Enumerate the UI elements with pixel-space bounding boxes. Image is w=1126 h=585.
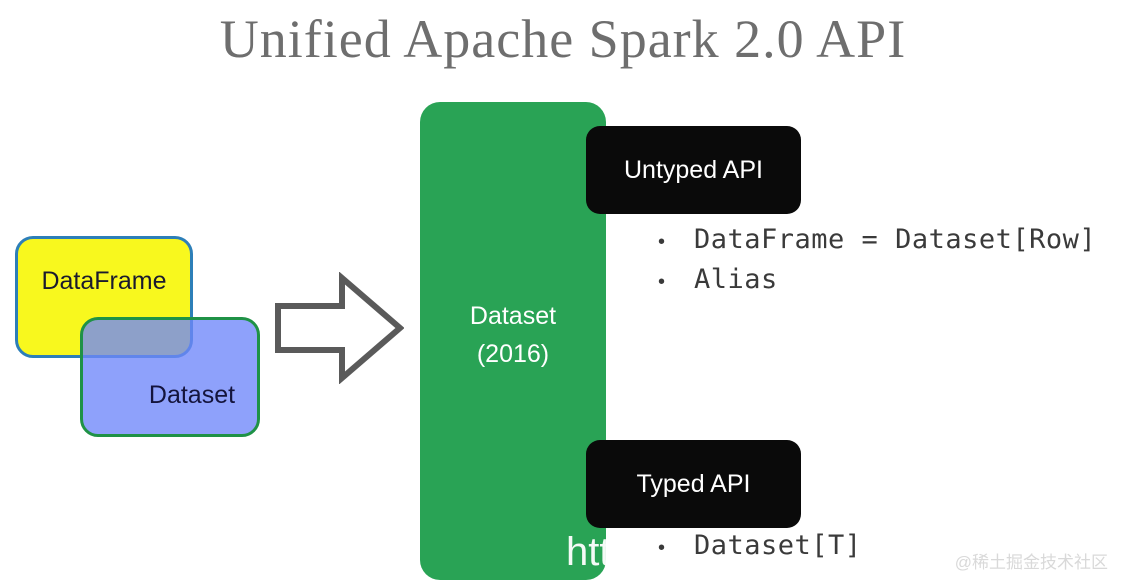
watermark-brand: @稀土掘金技术社区 <box>954 553 1108 572</box>
bullet-marker-icon: • <box>658 271 666 293</box>
badge-untyped-api: Untyped API <box>586 126 801 214</box>
list-item: • Alias <box>650 262 1096 302</box>
venn-label-dataset: Dataset <box>148 380 236 409</box>
dataset-panel-label-line1: Dataset <box>469 302 557 330</box>
dataset-panel-label-line2: (2016) <box>476 340 550 368</box>
venn-box-dataset: Dataset <box>80 317 260 437</box>
venn-label-dataframe: DataFrame <box>41 266 167 295</box>
list-item: • DataFrame = Dataset[Row] <box>650 222 1096 262</box>
bullet-marker-icon: • <box>658 537 666 559</box>
arrow-right-icon <box>274 271 405 385</box>
dataset-panel-label: Dataset (2016) <box>420 297 606 373</box>
bullet-marker-icon: • <box>658 231 666 253</box>
bullet-list-untyped-api: • DataFrame = Dataset[Row] • Alias <box>650 222 1096 302</box>
dataset-panel: Dataset (2016) <box>420 102 606 580</box>
list-item: • Dataset[T] <box>650 528 862 568</box>
bullet-text: Alias <box>694 264 778 295</box>
bullet-list-typed-api: • Dataset[T] <box>650 528 862 568</box>
badge-typed-api: Typed API <box>586 440 801 528</box>
page-title: Unified Apache Spark 2.0 API <box>219 9 907 69</box>
bullet-text: DataFrame = Dataset[Row] <box>694 224 1097 255</box>
bullet-text: Dataset[T] <box>694 530 862 561</box>
